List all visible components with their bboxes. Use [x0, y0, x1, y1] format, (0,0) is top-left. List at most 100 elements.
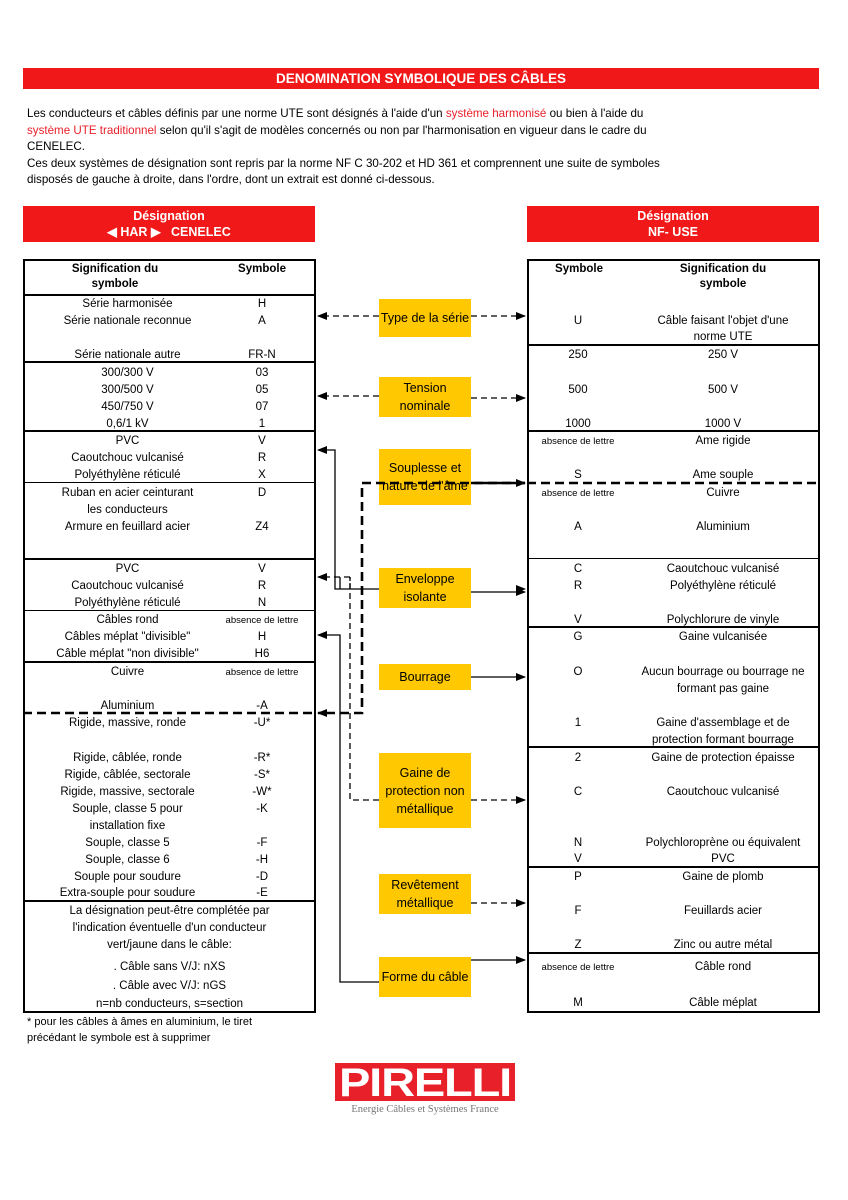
har-row-label: installation fixe	[89, 820, 166, 832]
nf-use-table	[527, 259, 820, 1013]
har-row-symbol: absence de lettre	[225, 615, 299, 626]
nf-row-symbol: R	[573, 580, 583, 592]
intro-line1-end: ou bien à l'aide du	[546, 107, 644, 120]
box-revetement: Revêtement métallique	[379, 874, 471, 914]
footnote-line2: précédant le symbole est à supprimer	[27, 1032, 211, 1044]
har-row-symbol: -E	[256, 887, 268, 899]
note-line: . Câble sans V/J: nXS	[113, 961, 226, 973]
left-header: Désignation ◀ HAR ▶ CENELEC	[23, 206, 315, 242]
har-row-symbol: -F	[256, 837, 268, 849]
note-line: vert/jaune dans le câble:	[107, 939, 232, 951]
nf-row-label: PVC	[711, 853, 735, 865]
nf-row-symbol: absence de lettre	[541, 436, 615, 447]
har-row-label: Série harmonisée	[82, 298, 173, 310]
left-header-cenelec: CENELEC	[171, 225, 231, 239]
nf-row-symbol: 2	[574, 752, 582, 764]
nf-row-label: Feuillards acier	[684, 905, 762, 917]
nf-row-label: 1000 V	[704, 418, 742, 430]
divider	[23, 661, 316, 663]
divider	[23, 361, 316, 363]
nf-row-symbol: 1000	[565, 418, 591, 430]
har-row-symbol: V	[258, 435, 266, 447]
arrow-enveloppe-to-insul	[317, 446, 379, 590]
right-header: Désignation NF- USE	[527, 206, 819, 242]
har-row-symbol: FR-N	[248, 349, 276, 361]
nf-row-label: Cuivre	[706, 487, 740, 499]
pirelli-logo-mark: PIRELLI	[335, 1061, 515, 1105]
har-row-label: Rigide, massive, sectorale	[60, 786, 195, 798]
har-row-label: Rigide, câblée, ronde	[73, 752, 182, 764]
har-row-symbol: Z4	[255, 521, 269, 533]
nf-row-symbol: absence de lettre	[541, 962, 615, 973]
har-row-label: Rigide, massive, ronde	[69, 717, 186, 729]
divider	[23, 482, 316, 483]
har-row-symbol: -S*	[254, 769, 270, 781]
har-row-label: 450/750 V	[101, 401, 154, 413]
har-row-label: Souple pour soudure	[74, 871, 181, 883]
nf-row-symbol: O	[573, 666, 583, 678]
har-row-symbol: A	[258, 315, 266, 327]
intro-line1: Les conducteurs et câbles définis par un…	[27, 107, 446, 120]
arrow-gaine-up	[349, 577, 379, 801]
nf-row-label: Câble faisant l'objet d'une	[657, 315, 789, 327]
nf-row-label: Polychloroprène ou équivalent	[645, 837, 801, 849]
nf-row-label: 500 V	[707, 384, 739, 396]
har-row-symbol: -D	[255, 871, 269, 883]
har-row-symbol: V	[258, 563, 266, 575]
har-row-symbol: D	[257, 487, 267, 499]
arrow-souplesse-har	[317, 481, 525, 717]
nf-row-label: Aluminium	[696, 521, 750, 533]
right-header-subtitle: NF- USE	[648, 225, 698, 239]
note-line: l'indication éventuelle d'un conducteur	[72, 922, 267, 934]
nf-row-symbol: M	[573, 997, 583, 1009]
divider	[23, 900, 316, 902]
har-row-label: Souple, classe 6	[85, 854, 170, 866]
har-row-symbol: N	[257, 597, 267, 609]
triangle-left-icon: ◀	[107, 225, 117, 239]
divider	[23, 294, 316, 296]
har-row-symbol: absence de lettre	[225, 667, 299, 678]
nf-row-symbol: V	[574, 853, 582, 865]
intro-text: Les conducteurs et câbles définis par un…	[27, 106, 817, 189]
footnote: * pour les câbles à âmes en aluminium, l…	[27, 1014, 252, 1046]
har-row-symbol: R	[257, 580, 267, 592]
nf-row-symbol: V	[574, 614, 582, 626]
nf-row-symbol: 500	[568, 384, 588, 396]
divider	[527, 866, 820, 868]
divider	[527, 626, 820, 628]
har-row-label: Souple, classe 5	[85, 837, 170, 849]
pirelli-logo: PIRELLI Energie Câbles et Systèmes Franc…	[335, 1061, 515, 1121]
nf-row-label: Ame souple	[692, 469, 754, 481]
nf-row-label: Gaine d'assemblage et de	[656, 717, 790, 729]
har-row-label: Polyéthylène réticulé	[74, 469, 181, 481]
divider	[527, 746, 820, 748]
nf-row-symbol: 250	[568, 349, 588, 361]
box-tension: Tension nominale	[379, 377, 471, 417]
triangle-right-icon: ▶	[150, 225, 161, 239]
har-row-label: Cuivre	[110, 666, 145, 678]
har-row-label: Aluminium	[100, 700, 155, 712]
nf-row-symbol: C	[573, 563, 583, 575]
logo-brand: PIRELLI	[339, 1061, 511, 1105]
har-row-symbol: R	[257, 452, 267, 464]
har-row-label: Câbles rond	[96, 614, 159, 626]
har-row-symbol: -A	[256, 700, 268, 712]
nf-row-symbol: F	[574, 905, 582, 917]
divider	[23, 558, 316, 560]
box-bourrage: Bourrage	[379, 664, 471, 690]
arrow-forme-left	[317, 631, 379, 983]
har-table	[23, 259, 316, 1013]
nf-row-label: Caoutchouc vulcanisé	[666, 786, 780, 798]
har-row-symbol: H	[257, 298, 267, 310]
har-row-symbol: 05	[255, 384, 269, 396]
note-line: La désignation peut-être complétée par	[69, 905, 270, 917]
nf-row-symbol: P	[574, 871, 582, 883]
nf-row-label: 250 V	[707, 349, 739, 361]
note-line: . Câble avec V/J: nGS	[112, 980, 227, 992]
left-col-signif2: symbole	[91, 278, 139, 290]
logo-tagline: Energie Câbles et Systèmes France	[351, 1104, 499, 1115]
box-enveloppe: Enveloppe isolante	[379, 568, 471, 608]
nf-row-label: Gaine vulcanisée	[678, 631, 768, 643]
har-row-label: Rigide, câblée, sectorale	[64, 769, 191, 781]
har-row-label: 0,6/1 kV	[106, 418, 149, 430]
